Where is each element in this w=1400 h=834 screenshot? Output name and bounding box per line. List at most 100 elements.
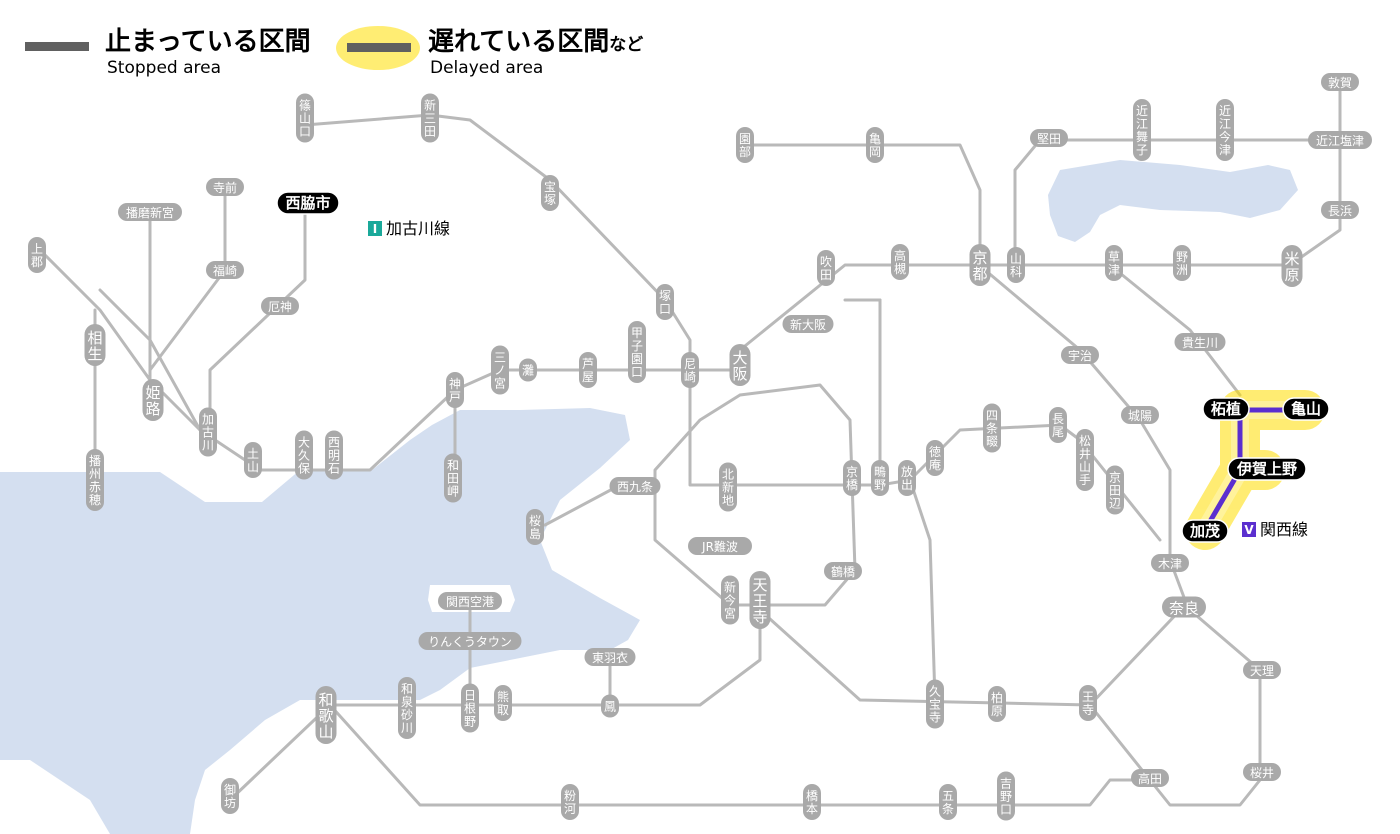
station-sasayamaguchi[interactable]: 篠山口	[296, 93, 314, 143]
route-osaka-loop	[653, 383, 857, 607]
station-takatsuki[interactable]: 高槻	[891, 244, 909, 280]
station-omi-shiotsu[interactable]: 近江塩津	[1308, 131, 1372, 149]
station-jyoyo[interactable]: 城陽	[1121, 406, 1159, 424]
station-yakujin[interactable]: 厄神	[261, 297, 299, 315]
station-label: 神戸	[449, 377, 461, 404]
station-kitashinchi[interactable]: 北新地	[719, 462, 737, 512]
station-suita[interactable]: 吹田	[817, 250, 835, 286]
station-pill	[1321, 73, 1359, 91]
station-izumisunagawa[interactable]: 和泉砂川	[398, 677, 416, 739]
station-tsuge[interactable]: 柘植	[1202, 397, 1250, 421]
station-sonobe[interactable]: 園部	[736, 127, 754, 163]
station-hanaten[interactable]: 放出	[898, 460, 916, 496]
station-dokyu[interactable]: 土山	[244, 442, 262, 478]
station-kyuhoji[interactable]: 久宝寺	[926, 679, 944, 729]
station-nada[interactable]: 灘	[519, 358, 537, 382]
station-yamashina[interactable]: 山科	[1007, 247, 1025, 283]
station-himeji[interactable]: 姫路	[142, 379, 164, 421]
station-pill	[142, 379, 164, 421]
station-sakurai[interactable]: 桜井	[1243, 763, 1281, 781]
station-kokawa[interactable]: 粉河	[561, 784, 579, 820]
station-label: 近江塩津	[1316, 133, 1364, 148]
station-nara[interactable]: 奈良	[1162, 596, 1206, 618]
station-katata[interactable]: 堅田	[1030, 129, 1068, 147]
station-shijonawate[interactable]: 四条畷	[983, 403, 1001, 453]
station-kansai-airport[interactable]: 関西空港	[438, 592, 502, 610]
station-amagasaki[interactable]: 尼崎	[681, 352, 699, 388]
station-fukusaki[interactable]: 福崎	[206, 261, 244, 279]
station-kameyama[interactable]: 亀山	[1282, 397, 1330, 421]
station-kamigori[interactable]: 上郡	[28, 237, 46, 273]
station-shin-sanda[interactable]: 新三田	[421, 93, 439, 143]
station-harima-shingu[interactable]: 播磨新宮	[118, 203, 182, 221]
station-aioi[interactable]: 相生	[84, 324, 106, 366]
station-label: 鳳	[604, 700, 616, 714]
station-tsuruga[interactable]: 敦賀	[1321, 73, 1359, 91]
station-ashiya[interactable]: 芦屋	[579, 352, 597, 388]
station-tsukaguchi[interactable]: 塚口	[656, 284, 674, 320]
station-gobo[interactable]: 御坊	[221, 778, 239, 814]
station-nagahama[interactable]: 長浜	[1321, 201, 1359, 219]
station-wadamisaki[interactable]: 和田岬	[444, 453, 462, 503]
station-pill	[526, 509, 544, 545]
station-hashimoto[interactable]: 橋本	[803, 784, 821, 820]
station-kamo-ml[interactable]: 鴫野	[871, 460, 889, 496]
station-label: 吉野口	[1000, 777, 1012, 817]
station-takarazuka[interactable]: 宝塚	[541, 175, 559, 211]
station-kameoka[interactable]: 亀岡	[866, 127, 884, 163]
station-iga-ueno[interactable]: 伊賀上野	[1227, 457, 1307, 481]
station-rinku[interactable]: りんくうタウン	[418, 632, 522, 650]
station-nishiakashi[interactable]: 西明石	[325, 430, 343, 480]
station-kumatori[interactable]: 熊取	[494, 685, 512, 721]
station-osaka[interactable]: 大阪	[729, 344, 751, 386]
station-takada[interactable]: 高田	[1131, 769, 1169, 787]
station-kizu[interactable]: 木津	[1151, 554, 1189, 572]
station-nagao[interactable]: 長尾	[1049, 407, 1067, 443]
station-sannomiya[interactable]: 三ノ宮	[491, 345, 509, 395]
station-pill	[969, 244, 991, 286]
station-pill	[1106, 465, 1124, 515]
station-oji[interactable]: 王寺	[1079, 685, 1097, 721]
station-wakayama[interactable]: 和歌山	[315, 686, 337, 744]
station-teramae[interactable]: 寺前	[206, 178, 244, 196]
station-yasu[interactable]: 野洲	[1173, 245, 1191, 281]
station-shin-imamiya[interactable]: 新今宮	[721, 575, 739, 625]
station-kamo[interactable]: 加茂	[1181, 519, 1229, 543]
station-tennoji[interactable]: 天王寺	[749, 571, 771, 629]
station-yoshinoguchi[interactable]: 吉野口	[997, 771, 1015, 821]
station-tenri[interactable]: 天理	[1243, 661, 1281, 679]
station-otori[interactable]: 鳳	[601, 694, 619, 718]
kakogawa-badge-letter: I	[373, 222, 377, 236]
station-nishiwakishi[interactable]: 西脇市	[276, 191, 340, 215]
station-tsuruhashi[interactable]: 鶴橋	[824, 562, 862, 580]
station-kyoto[interactable]: 京都	[969, 244, 991, 286]
station-matsuiyamate[interactable]: 松井山手	[1076, 429, 1094, 491]
station-label: 野洲	[1176, 250, 1188, 277]
station-pill	[1079, 685, 1097, 721]
station-kibukawa[interactable]: 貴生川	[1174, 333, 1226, 351]
station-omi-maiko[interactable]: 近江舞子	[1133, 99, 1151, 161]
station-omi-imazu[interactable]: 近江今津	[1216, 99, 1234, 161]
station-sakurajima[interactable]: 桜島	[526, 509, 544, 545]
station-okubo[interactable]: 大久保	[295, 430, 313, 480]
station-koshienguchi[interactable]: 甲子園口	[628, 321, 646, 383]
station-kyotanabe[interactable]: 京田辺	[1106, 465, 1124, 515]
station-kusatsu[interactable]: 草津	[1105, 245, 1123, 281]
station-nishikujo[interactable]: 西九条	[609, 477, 661, 495]
station-hineno[interactable]: 日根野	[461, 683, 479, 733]
station-maibara[interactable]: 米原	[1281, 245, 1303, 287]
station-higashi-hagoromo[interactable]: 東羽衣	[584, 648, 636, 666]
station-banshu-ako[interactable]: 播州赤穂	[86, 449, 104, 511]
station-kashiwara[interactable]: 柏原	[988, 686, 1006, 722]
station-tokuan[interactable]: 徳庵	[926, 440, 944, 476]
station-kyobashi[interactable]: 京橋	[843, 460, 861, 496]
station-shin-osaka[interactable]: 新大阪	[782, 315, 834, 333]
line-label-kansai: V 関西線	[1238, 519, 1318, 541]
station-kakogawa[interactable]: 加古川	[199, 407, 217, 457]
station-jr-namba[interactable]: JR難波	[688, 537, 752, 555]
station-pill	[444, 453, 462, 503]
kansai-badge-letter: V	[1244, 523, 1254, 537]
station-uji[interactable]: 宇治	[1061, 346, 1099, 364]
station-kobe[interactable]: 神戸	[446, 372, 464, 408]
station-gojo[interactable]: 五条	[939, 784, 957, 820]
